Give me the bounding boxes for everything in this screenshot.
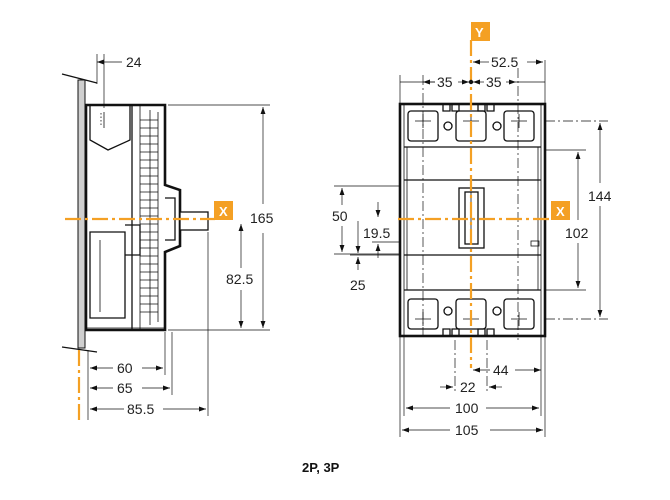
dim-depth: 60 65 85.5 (87, 232, 209, 420)
side-body (84, 103, 209, 332)
dim-label-65: 65 (117, 380, 133, 396)
dim-label-102: 102 (565, 225, 589, 241)
y-axis-tag: Y (471, 22, 490, 41)
dim-label-24: 24 (126, 54, 142, 70)
svg-text:X: X (556, 204, 565, 219)
dim-width-100: 100 (406, 400, 539, 416)
dim-height-165: 165 (168, 104, 274, 331)
dim-label-60: 60 (117, 360, 133, 376)
dim-pole-pitch: 35 35 (400, 74, 545, 90)
dim-label-82-5: 82.5 (226, 271, 253, 287)
pole-center-lines (399, 60, 546, 437)
dim-label-85-5: 85.5 (127, 401, 154, 417)
side-view: 24 165 82.5 X (61, 54, 274, 420)
dim-width-22: 22 (440, 379, 502, 395)
dim-label-165: 165 (250, 210, 274, 226)
dim-height-50: 50 (332, 185, 400, 255)
mounting-plate (61, 73, 98, 353)
svg-text:X: X (219, 204, 228, 219)
dim-label-144: 144 (588, 188, 612, 204)
dim-label-100: 100 (455, 400, 479, 416)
dim-half-width: 52.5 (473, 54, 543, 70)
dim-label-44: 44 (493, 362, 509, 378)
dim-label-105: 105 (455, 422, 479, 438)
dim-width-105: 105 (402, 422, 543, 438)
dim-height-102: 102 (545, 149, 589, 291)
figure-caption: 2P, 3P (302, 460, 340, 475)
dim-label-25: 25 (350, 277, 366, 293)
dim-top-offset: 24 (96, 54, 142, 108)
dim-height-144: 144 (545, 120, 612, 320)
dim-label-22: 22 (460, 379, 476, 395)
dim-offset-19-5: 19.5 (363, 202, 400, 258)
dim-label-19-5: 19.5 (363, 225, 390, 241)
dim-label-52-5: 52.5 (491, 54, 518, 70)
dim-label-35-left: 35 (437, 74, 453, 90)
front-view: Y X 52.5 35 35 (332, 22, 612, 438)
dim-label-35-right: 35 (486, 74, 502, 90)
dim-axis-height: 82.5 (226, 224, 253, 328)
dim-label-50: 50 (332, 208, 348, 224)
dim-offset-25: 25 (350, 221, 400, 293)
x-axis-tag-front: X (551, 201, 570, 220)
x-axis-tag-side: X (214, 201, 233, 220)
svg-text:Y: Y (475, 25, 484, 40)
dim-width-44: 44 (473, 362, 541, 378)
